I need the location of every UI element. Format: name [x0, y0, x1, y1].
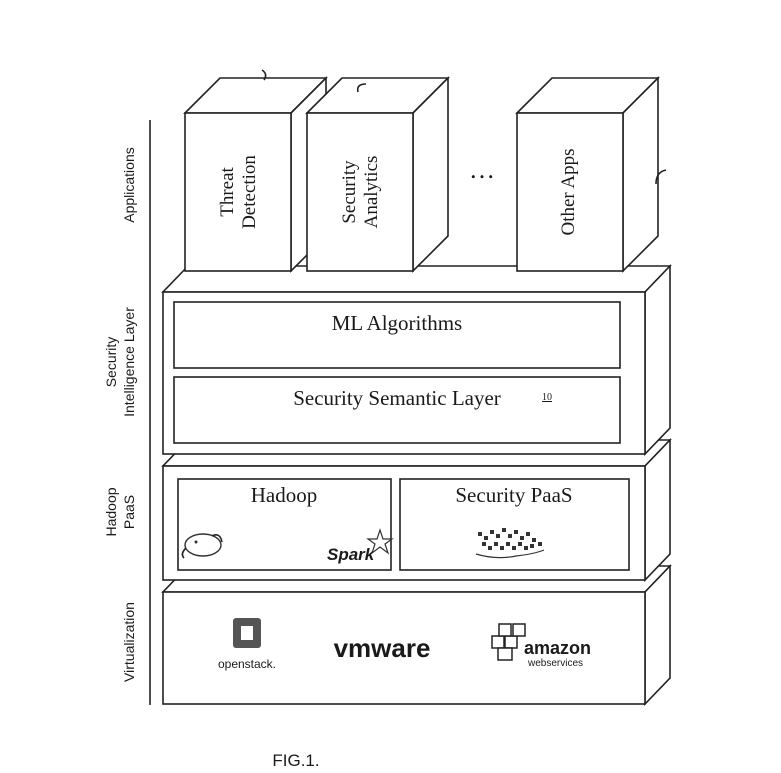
hadoop-elephant-icon	[181, 533, 223, 559]
security-paas-label: Security PaaS	[455, 483, 572, 507]
ml-algorithms-label: ML Algorithms	[332, 311, 462, 335]
analytics-label-line1: Security	[339, 160, 360, 224]
other-front-face	[516, 112, 624, 272]
hadoop-box	[177, 478, 392, 571]
label-intelligence-layer: Intelligence Layer	[121, 307, 137, 417]
hadoop-label: Hadoop	[251, 483, 318, 507]
security-intelligence-layer: ML Algorithms Security Semantic Layer 10	[161, 264, 672, 456]
paas-side-face	[644, 438, 671, 582]
app-threat-detection: Threat Detection	[183, 76, 328, 273]
curl-mark	[261, 69, 267, 81]
openstack-logo: openstack.	[218, 618, 276, 671]
other-side-face	[622, 76, 659, 273]
security-semantic-box	[173, 376, 621, 444]
security-paas-cloud-icon	[475, 528, 545, 559]
hadoop-paas-layer: Hadoop Spark Security PaaS	[161, 438, 672, 582]
security-semantic-label: Security Semantic Layer	[293, 386, 501, 410]
app-security-analytics: Security Analytics	[305, 76, 450, 273]
label-paas: PaaS	[121, 495, 137, 529]
spark-label: Spark	[327, 545, 376, 564]
ml-algorithms-box	[173, 301, 621, 369]
amazon-label: amazon	[524, 638, 591, 658]
curl-mark	[356, 83, 367, 93]
other-apps-label: Other Apps	[558, 148, 579, 235]
analytics-front-face	[306, 112, 414, 272]
label-security-intelligence: Security Intelligence Layer	[103, 307, 137, 417]
label-applications: Applications	[121, 147, 137, 223]
aws-logo: amazon webservices	[491, 623, 591, 669]
label-hadoop-paas: Hadoop PaaS	[103, 487, 137, 536]
threat-label-line1: Threat	[217, 166, 238, 216]
apps-ellipsis: …	[469, 155, 495, 184]
figure-caption: FIG.1.	[272, 751, 319, 770]
analytics-label-line2: Analytics	[361, 156, 382, 229]
intel-side-face	[644, 264, 671, 456]
security-paas-box	[399, 478, 630, 571]
spark-logo: Spark	[327, 528, 394, 564]
vmware-logo: vmware	[334, 633, 431, 663]
threat-label-line2: Detection	[239, 155, 260, 229]
label-hadoop: Hadoop	[103, 487, 119, 536]
threat-front-face	[184, 112, 292, 272]
label-security: Security	[103, 337, 119, 388]
openstack-label: openstack.	[218, 657, 276, 671]
analytics-side-face	[412, 76, 449, 273]
virtualization-layer: openstack. vmware amazon webservices	[161, 564, 672, 706]
aws-label: webservices	[527, 658, 583, 669]
semantic-ref-number: 10	[542, 392, 552, 403]
label-virtualization: Virtualization	[121, 602, 137, 682]
app-other-apps: Other Apps	[515, 76, 660, 273]
curl-mark	[655, 169, 667, 185]
spark-star-icon	[366, 528, 394, 555]
